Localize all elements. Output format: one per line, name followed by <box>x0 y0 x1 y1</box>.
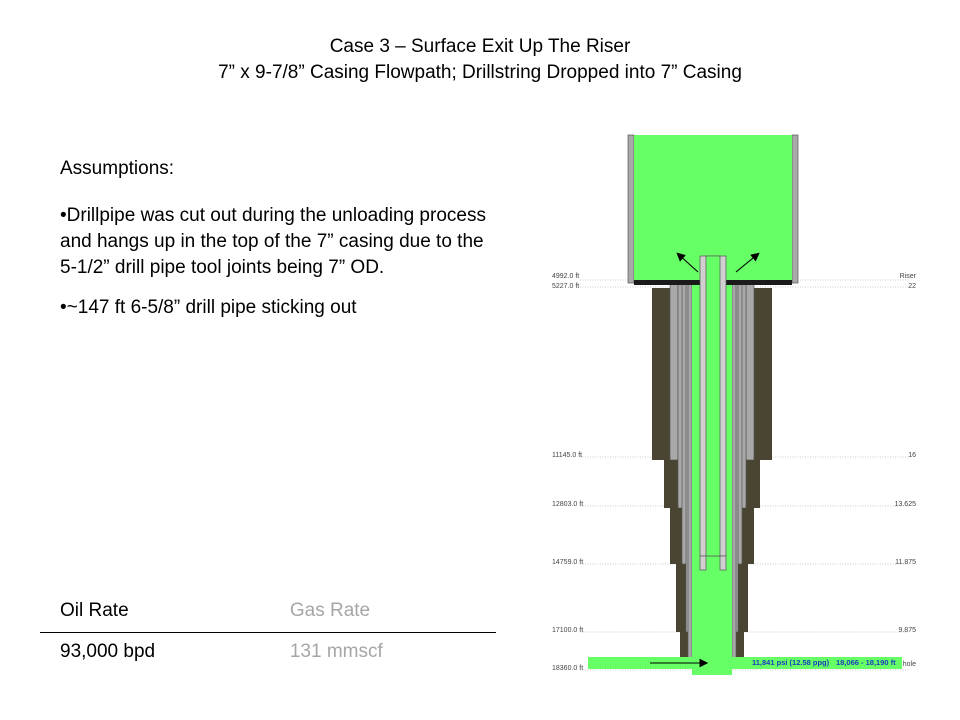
tool-joint-right <box>719 555 727 571</box>
oil-rate-value: 93,000 bpd <box>60 641 156 662</box>
depth-label: 11145.0 ft <box>552 452 582 459</box>
gas-rate-header: Gas Rate <box>269 592 496 633</box>
size-label: 9.875 <box>898 627 916 634</box>
riser-wall-left <box>627 134 635 284</box>
rates-value-row: 93,000 bpd 131 mmscf <box>40 633 496 674</box>
flow-arrow-right <box>735 252 760 273</box>
cement-left-13625 <box>670 508 682 564</box>
depth-labels: 4992.0 ft 5227.0 ft 11145.0 ft 12803.0 f… <box>552 273 583 672</box>
title-line-1: Case 3 – Surface Exit Up The Riser <box>329 36 631 57</box>
flow-arrow-left <box>676 252 699 273</box>
size-label: 16 <box>908 452 916 459</box>
cement-left-16 <box>664 460 678 508</box>
size-labels: Riser 22 16 13.625 11.875 9.875 Open hol… <box>884 273 917 668</box>
depth-label: 14759.0 ft <box>552 559 583 566</box>
rates-table: Oil Rate Gas Rate 93,000 bpd 131 mmscf <box>40 592 496 673</box>
size-label: 13.625 <box>895 501 917 508</box>
cement-left-11875 <box>676 564 686 632</box>
assumption-item: ~147 ft 6-5/8” drill pipe sticking out <box>60 295 500 321</box>
depth-label: 12803.0 ft <box>552 501 583 508</box>
assumptions-heading: Assumptions: <box>60 158 175 179</box>
wellbore-diagram: 4992.0 ft 5227.0 ft 11145.0 ft 12803.0 f… <box>552 134 917 675</box>
size-label: 22 <box>908 283 916 290</box>
size-label: Riser <box>900 273 917 280</box>
depth-label: 4992.0 ft <box>552 273 579 280</box>
casing-22-left <box>669 279 679 461</box>
bottom-annotation-bg <box>748 657 902 669</box>
assumptions-list: Drillpipe was cut out during the unloadi… <box>60 203 500 335</box>
depth-label: 5227.0 ft <box>552 283 579 290</box>
bottom-pressure-label: 11,841 psi (12.58 ppg) <box>752 658 830 667</box>
depth-label: 17100.0 ft <box>552 627 583 634</box>
casing-9875-left <box>687 279 693 661</box>
casing-22-right <box>745 279 755 461</box>
size-label: 11.875 <box>895 559 916 566</box>
gas-rate-value: 131 mmscf <box>289 641 383 662</box>
title-line-2: 7” x 9-7/8” Casing Flowpath; Drillstring… <box>218 62 742 83</box>
cement-left-22 <box>652 288 670 460</box>
cement-right-9875 <box>736 632 744 660</box>
bottom-interval-label: 18,066 - 18,190 ft <box>836 658 896 667</box>
casing-9875-right <box>731 279 737 661</box>
cement-right-16 <box>746 460 760 508</box>
cement-right-22 <box>754 288 772 460</box>
cement-right-11875 <box>738 564 748 632</box>
depth-label: 18360.0 ft <box>552 665 583 672</box>
riser-wall-right <box>791 134 799 284</box>
cement-left-9875 <box>680 632 688 660</box>
rates-header-row: Oil Rate Gas Rate <box>40 592 496 633</box>
flow-arrows <box>650 252 760 668</box>
tool-joint-left <box>699 555 707 571</box>
oil-rate-header: Oil Rate <box>40 592 270 633</box>
dropped-drillstring <box>699 255 727 571</box>
cement-right-13625 <box>742 508 754 564</box>
assumption-item: Drillpipe was cut out during the unloadi… <box>60 203 500 281</box>
cement-sheaths <box>652 288 772 660</box>
drillpipe-bore <box>705 255 721 557</box>
